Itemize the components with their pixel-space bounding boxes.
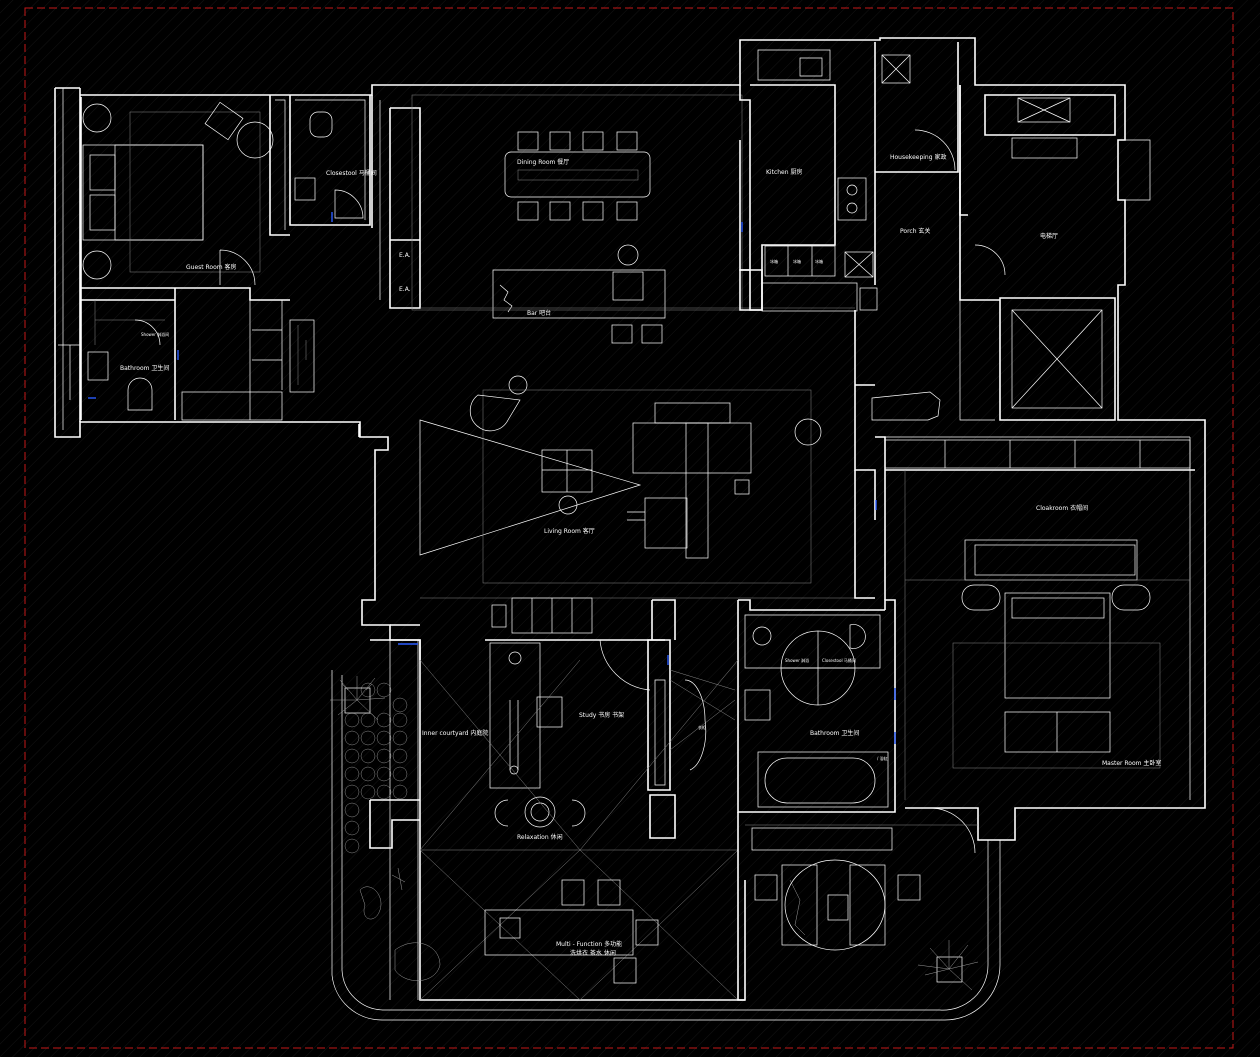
label-study: Study 书房 书架 [579,711,624,719]
label-housekeeping: Housekeeping 家政 [890,153,946,161]
master-bath [737,500,896,813]
living-area [419,375,875,599]
label-master-closestool: Closestool 马桶间 [822,657,856,663]
guest-wing [80,95,371,421]
label-bathroom-note: / 浴缸 [877,755,888,761]
label-relaxation: Relaxation 休闲 [517,833,563,841]
label-elevator-hall: 电梯厅 [1040,232,1058,240]
label-fridge-3: 冰箱 [815,258,823,264]
study-area [485,597,736,839]
label-guest-shower: Shower 淋浴间 [141,331,169,337]
label-master-bathroom: Bathroom 卫生间 [810,729,859,737]
label-kitchen: Kitchen 厨房 [766,168,802,176]
label-cloakroom: Cloakroom 衣帽间 [1036,504,1088,512]
label-master-shower: Shower 淋浴 [785,657,809,663]
label-fridge-1: 冰箱 [770,258,778,264]
label-ea-top: E.A. [399,252,411,259]
label-fridge-2: 冰箱 [793,258,801,264]
label-multi-function-sub: 洗烘衣 茶水 休闲 [570,949,616,957]
label-master-room: Master Room 主卧室 [1102,759,1161,767]
courtyard [330,624,1001,1021]
label-guest-room: Guest Room 客房 [186,263,237,271]
label-guest-bathroom: Bathroom 卫生间 [120,364,169,372]
label-bar: Bar 吧台 [527,309,551,317]
label-wardrobe-note: 衣柜 [698,724,706,730]
label-inner-courtyard: Inner courtyard 内庭院 [422,729,488,737]
label-closestool: Closestool 马桶间 [326,169,377,177]
outer-walls [54,37,1206,1001]
master-suite [875,436,1195,854]
multi-function [484,812,979,1001]
label-porch: Porch 玄关 [900,227,930,235]
drawing-frame [24,7,1234,1049]
kitchen-area [739,42,1151,520]
label-multi-function: Multi - Function 多功能 [556,940,622,948]
label-ea-bottom: E.A. [399,286,411,293]
dining-area [371,94,855,344]
room-labels: Guest Room 客房 Closestool 马桶间 Bathroom 卫生… [120,153,1161,957]
pebble-bed [344,682,408,854]
label-living-room: Living Room 客厅 [544,527,595,535]
tree-bottom-right [917,940,979,991]
tree-top-left [330,676,386,721]
label-dining-room: Dining Room 餐厅 [517,158,569,166]
